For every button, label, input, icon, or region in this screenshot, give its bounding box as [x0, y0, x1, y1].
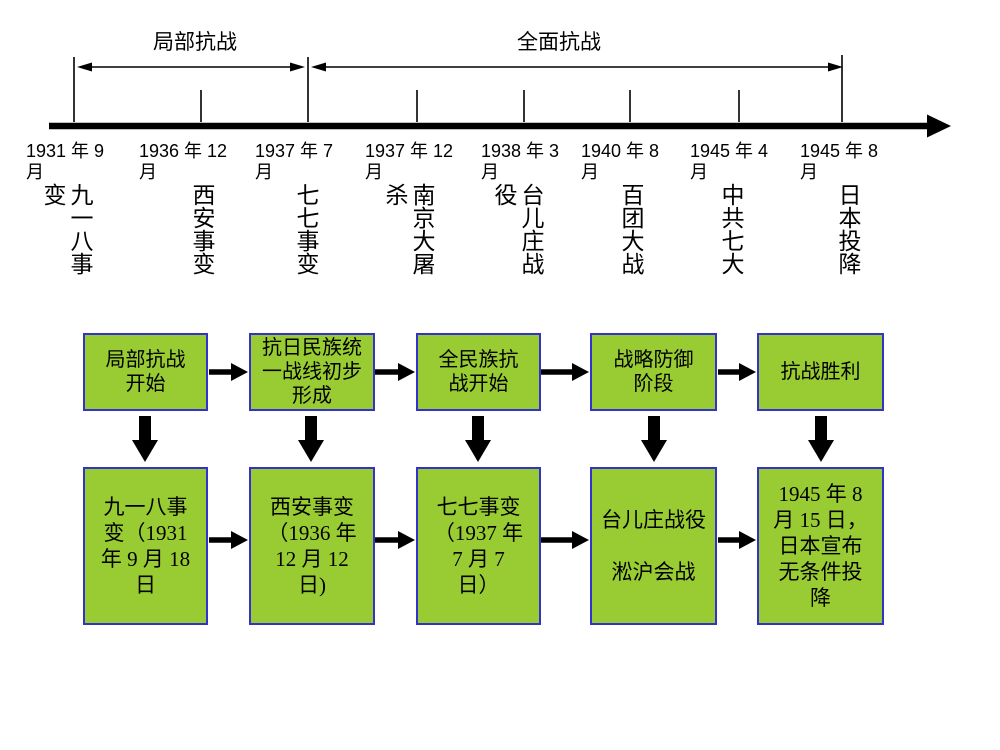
event-label-japan-surrender: 日本投降: [835, 183, 860, 275]
timeline-axis-arrow: [49, 114, 951, 138]
event-label-taierzhuang-battle: 台儿庄战役: [491, 183, 543, 275]
stage-box-united-front-forms: 抗日民族统 一战线初步 形成: [249, 333, 375, 411]
phase-bracket-left-arrow: [77, 62, 305, 72]
date-label-1945-8: 1945 年 8 月: [800, 141, 879, 182]
event-label-hundred-regiments: 百团大战: [618, 183, 643, 275]
event-label-mukden-incident: 九一八事变: [40, 183, 92, 275]
timeline-tick-marks: [73, 55, 843, 122]
detail-box-xian-incident: 西安事变 （1936 年 12 月 12 日): [249, 467, 375, 625]
event-label-july7-incident: 七七事变: [293, 183, 318, 275]
date-label-1940-8: 1940 年 8 月: [581, 141, 660, 182]
event-label-nanjing-massacre: 南京大屠杀: [382, 183, 434, 275]
date-label-1945-4: 1945 年 4 月: [690, 141, 769, 182]
stage-box-partial-war-begins: 局部抗战 开始: [83, 333, 208, 411]
down-arrows: [132, 416, 834, 462]
date-label-1937-7: 1937 年 7 月: [255, 141, 334, 182]
detail-box-july7-incident: 七七事变 （1937 年 7 月 7 日）: [416, 467, 541, 625]
stage-box-war-victory: 抗战胜利: [757, 333, 884, 411]
event-label-ccp-7th-congress: 中共七大: [718, 183, 743, 275]
detail-box-battles: 台儿庄战役 淞沪会战: [590, 467, 717, 625]
date-label-1937-12: 1937 年 12 月: [365, 141, 454, 182]
detail-box-mukden-incident: 九一八事 变（1931 年 9 月 18 日: [83, 467, 208, 625]
phase-label-partial-war: 局部抗战: [153, 30, 237, 54]
stage-box-strategic-defense: 战略防御 阶段: [590, 333, 717, 411]
phase-bracket-right-arrow: [311, 62, 843, 72]
date-label-1938-3: 1938 年 3 月: [481, 141, 560, 182]
event-label-xian-incident: 西安事变: [189, 183, 214, 275]
date-label-1931-9: 1931 年 9 月: [26, 141, 105, 182]
phase-label-full-war: 全面抗战: [517, 30, 601, 54]
stage-box-full-war-begins: 全民族抗 战开始: [416, 333, 541, 411]
date-label-1936-12: 1936 年 12 月: [139, 141, 228, 182]
detail-box-japan-surrender: 1945 年 8 月 15 日， 日本宣布 无条件投 降: [757, 467, 884, 625]
